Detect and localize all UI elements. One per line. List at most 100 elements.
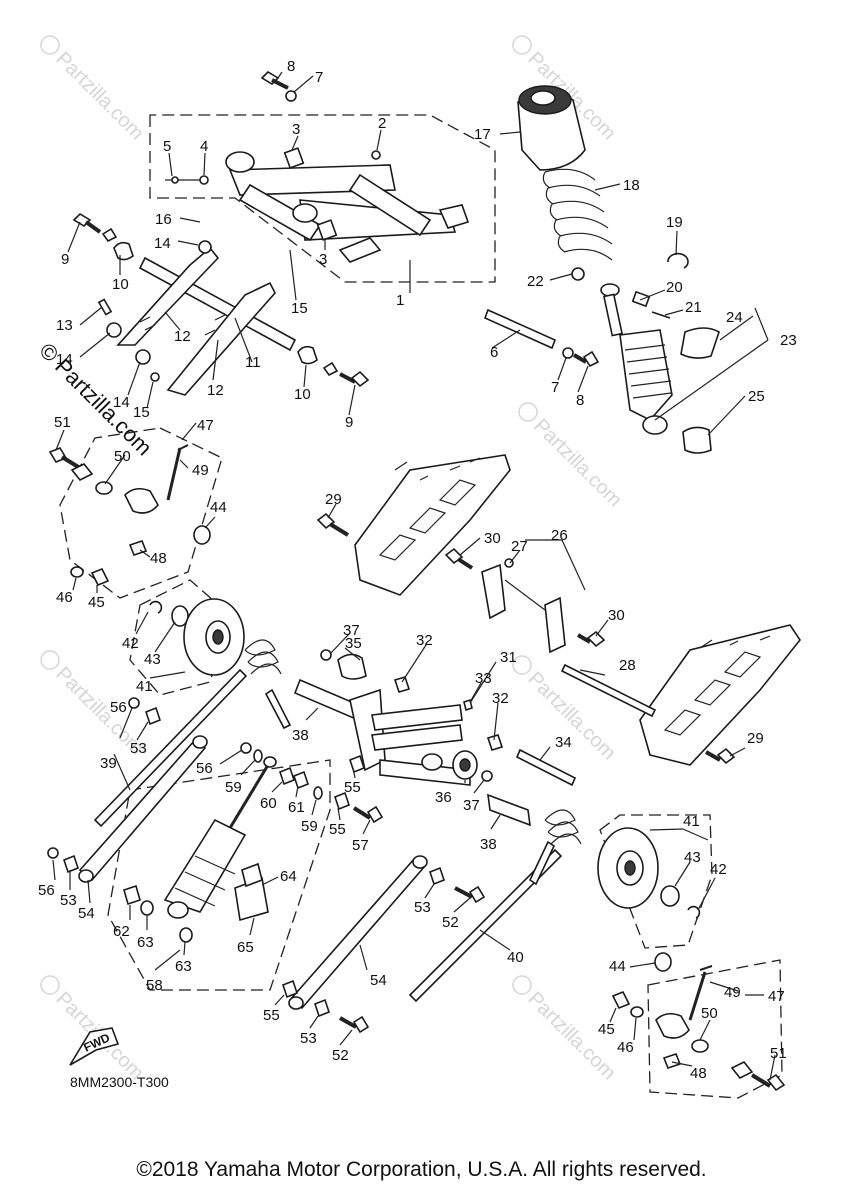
callout: 14 [154,235,171,252]
callout: 42 [710,861,727,878]
callout: 59 [301,818,318,835]
callout: 29 [747,730,764,747]
callout: 59 [225,779,242,796]
bolt-57 [352,805,384,824]
bolt-29-right [705,747,736,765]
callout: 10 [294,386,311,403]
callout: 61 [288,799,305,816]
callout: 52 [332,1047,349,1064]
callout: 14 [56,351,73,368]
link-arm-54-right [288,856,427,1010]
link-arm-54-left [78,738,207,882]
pivot-assembly-47-bottom [611,952,786,1092]
arm-12-lower [166,281,276,396]
callout: 47 [197,417,214,434]
callout: 48 [150,550,167,567]
callout: 17 [474,126,491,143]
callout: 3 [319,251,327,268]
callout: 9 [345,414,353,431]
callout: 4 [200,138,208,155]
bolt-30-right [576,630,606,648]
callout: 63 [137,934,154,951]
torsion-spring-left [93,639,292,828]
callout: 30 [608,607,625,624]
bolt-52-lower [339,1015,370,1034]
callout: 9 [61,251,69,268]
callout: 28 [619,657,636,674]
callout: 32 [416,632,433,649]
callout: 8 [287,58,295,75]
callout: 29 [325,491,342,508]
callout: 43 [144,651,161,668]
callout: 38 [480,836,497,853]
callout: 51 [54,414,71,431]
group-41-boundary-right [599,814,713,949]
callout: 37 [343,622,360,639]
callout: 57 [352,837,369,854]
diagram-code: 8MM2300-T300 [70,1074,169,1090]
torsion-spring-right [408,809,582,1003]
callout: 12 [207,382,224,399]
callout: 49 [724,984,741,1001]
group-1-boundary [149,114,496,283]
damper-assembly-58 [123,742,323,943]
callout: 46 [617,1039,634,1056]
callout: 55 [329,821,346,838]
bolt-30-left [444,547,474,570]
circlip-19 [667,252,689,269]
callout: 37 [463,797,480,814]
callout: 25 [748,388,765,405]
callout: 62 [113,923,130,940]
callout: 33 [475,670,492,687]
upper-arm-assembly [225,147,470,263]
bolt-8-right [572,350,600,368]
callout: 65 [237,939,254,956]
callout: 19 [666,214,683,231]
callout: 50 [114,448,131,465]
callout: 52 [442,914,459,931]
callout: 50 [701,1005,718,1022]
idler-wheel-41-left [149,598,245,676]
callout: 46 [56,589,73,606]
shaft-6 [483,308,557,350]
pivot-assembly-47-top [48,444,211,587]
callout: 45 [88,594,105,611]
rear-pivot-arm-31 [293,678,478,786]
callout: 2 [378,115,386,132]
callout: 51 [770,1045,787,1062]
callout: 6 [490,344,498,361]
leader-lines [52,71,776,1081]
bolt-9-right [339,370,370,388]
callout: 47 [768,988,785,1005]
shaft-28 [560,663,657,718]
callout: 13 [56,317,73,334]
callout: 15 [133,404,150,421]
callout: 18 [623,177,640,194]
callout: 35 [345,635,362,652]
callout: 14 [113,394,130,411]
callout: 63 [175,958,192,975]
group-41-boundary-left [129,579,231,696]
watermark-top-left: Partzilla.com [40,35,148,144]
callout: 53 [60,892,77,909]
callout: 24 [726,309,743,326]
rail-frame-right [639,624,801,766]
callout: 49 [192,462,209,479]
callout: 10 [112,276,129,293]
callout: 55 [344,779,361,796]
callout: 44 [210,499,227,516]
bushing-35 [337,653,367,680]
callout-numbers: 1 2 3 3 4 5 6 7 7 8 8 9 9 10 10 11 12 12… [38,58,797,1082]
callout: 34 [555,734,572,751]
copyright-notice: ©2018 Yamaha Motor Corporation, U.S.A. A… [136,1158,707,1181]
callout: 56 [110,699,127,716]
callout: 5 [163,138,171,155]
callout: 56 [196,760,213,777]
callout: 39 [100,755,117,772]
shock-absorber [517,85,673,435]
callout: 40 [507,949,524,966]
callout: 54 [370,972,387,989]
callout: 58 [146,977,163,994]
callout: 53 [414,899,431,916]
